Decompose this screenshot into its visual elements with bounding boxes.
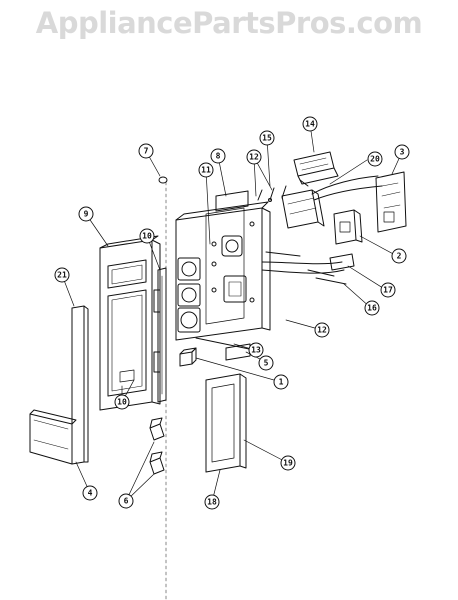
svg-text:17: 17 <box>383 286 393 295</box>
callout-16: 16 <box>364 300 380 316</box>
callout-9: 9 <box>78 206 94 222</box>
callout-7: 7 <box>138 143 154 159</box>
svg-text:20: 20 <box>370 155 380 164</box>
svg-text:6: 6 <box>124 497 129 506</box>
callout-19: 19 <box>280 455 296 471</box>
wire-harness-part <box>261 251 355 285</box>
svg-text:21: 21 <box>57 271 67 280</box>
svg-text:9: 9 <box>84 210 89 219</box>
svg-text:15: 15 <box>262 134 272 143</box>
callout-11: 11 <box>198 162 214 178</box>
svg-text:13: 13 <box>251 346 261 355</box>
small-bracket-part <box>225 343 251 361</box>
svg-text:12: 12 <box>317 326 327 335</box>
callout-8: 8 <box>210 148 226 164</box>
svg-text:1: 1 <box>279 378 284 387</box>
screw-posts-part <box>257 185 287 202</box>
svg-text:10: 10 <box>117 398 127 407</box>
control-panel-frame <box>99 235 161 411</box>
callout-5: 5 <box>258 355 274 371</box>
svg-text:4: 4 <box>88 489 93 498</box>
small-cube-part <box>179 347 197 367</box>
callout-2: 2 <box>391 248 407 264</box>
callout-6: 6 <box>118 493 134 509</box>
knob-part <box>158 176 168 184</box>
knob-caps-part <box>149 417 165 475</box>
callout-18: 18 <box>204 494 220 510</box>
svg-text:5: 5 <box>264 359 269 368</box>
callout-14: 14 <box>302 116 318 132</box>
svg-text:14: 14 <box>305 120 315 129</box>
svg-text:16: 16 <box>367 304 377 313</box>
svg-text:12: 12 <box>249 153 259 162</box>
lower-panel-part <box>205 373 247 473</box>
svg-text:19: 19 <box>283 459 293 468</box>
callout-21: 21 <box>54 267 70 283</box>
circuit-board-part <box>375 171 407 233</box>
callout-4: 4 <box>82 485 98 501</box>
callout-20: 20 <box>367 151 383 167</box>
callout-bubbles: 7 8 12 15 14 20 3 11 9 10 2 21 17 16 12 … <box>54 116 410 510</box>
callout-15: 15 <box>259 130 275 146</box>
trim-strip-part <box>29 305 89 465</box>
callout-17: 17 <box>380 282 396 298</box>
svg-text:18: 18 <box>207 498 217 507</box>
svg-text:2: 2 <box>397 252 402 261</box>
callout-12-top: 12 <box>246 149 262 165</box>
callout-3: 3 <box>394 144 410 160</box>
leader-lines <box>61 123 403 503</box>
watermark-logo: AppliancePartsPros.com <box>35 6 423 40</box>
rod-part <box>195 337 255 351</box>
svg-text:7: 7 <box>144 147 149 156</box>
transformer-part <box>281 175 383 229</box>
terminal-bracket-part <box>293 151 339 185</box>
svg-text:8: 8 <box>216 152 221 161</box>
callout-10-top: 10 <box>139 228 155 244</box>
main-chassis-plate <box>175 190 271 341</box>
callout-1: 1 <box>273 374 289 390</box>
callout-13: 13 <box>248 342 264 358</box>
svg-text:10: 10 <box>142 232 152 241</box>
svg-text:3: 3 <box>400 148 405 157</box>
relay-block-part <box>333 209 363 245</box>
callout-12-right: 12 <box>314 322 330 338</box>
callout-10-bottom: 10 <box>114 394 130 410</box>
svg-text:11: 11 <box>201 166 211 175</box>
